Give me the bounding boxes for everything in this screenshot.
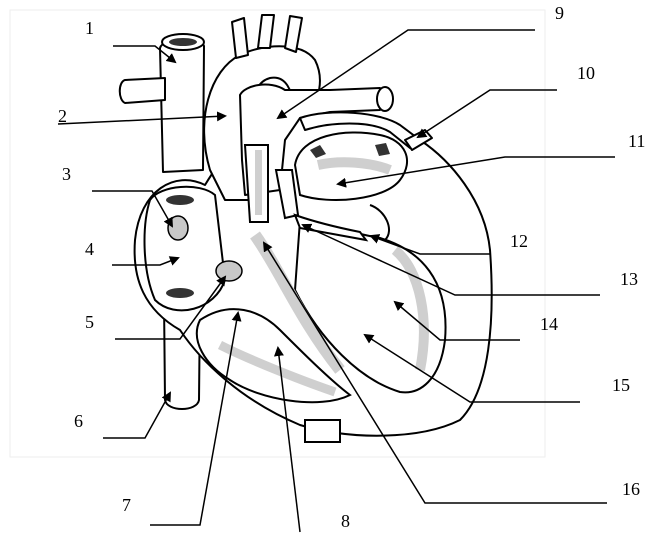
label-16: 16 xyxy=(622,480,640,498)
label-6: 6 xyxy=(74,412,83,430)
label-15: 15 xyxy=(612,376,630,394)
label-3: 3 xyxy=(62,165,71,183)
label-1: 1 xyxy=(85,19,94,37)
aortic-branch-1 xyxy=(232,18,248,58)
ivc-opening xyxy=(166,288,194,298)
label-11: 11 xyxy=(628,132,645,150)
tricuspid-valve xyxy=(216,261,242,281)
label-9: 9 xyxy=(555,4,564,22)
svc-opening xyxy=(166,195,194,205)
superior-vena-cava xyxy=(160,39,204,172)
label-10: 10 xyxy=(577,64,595,82)
label-7: 7 xyxy=(122,496,131,514)
pulmonary-vein-right xyxy=(120,78,165,103)
aortic-branch-2 xyxy=(258,15,274,48)
leader-10 xyxy=(418,90,557,137)
aortic-branch-3 xyxy=(285,16,302,52)
leader-6 xyxy=(103,393,170,438)
sinoatrial-node xyxy=(168,216,188,240)
label-8: 8 xyxy=(341,512,350,530)
pulmonary-artery-opening xyxy=(377,87,393,111)
descending-aorta-stub xyxy=(305,420,340,442)
label-13: 13 xyxy=(620,270,638,288)
label-5: 5 xyxy=(85,313,94,331)
label-14: 14 xyxy=(540,315,558,333)
label-12: 12 xyxy=(510,232,528,250)
label-4: 4 xyxy=(85,240,94,258)
label-2: 2 xyxy=(58,107,67,125)
